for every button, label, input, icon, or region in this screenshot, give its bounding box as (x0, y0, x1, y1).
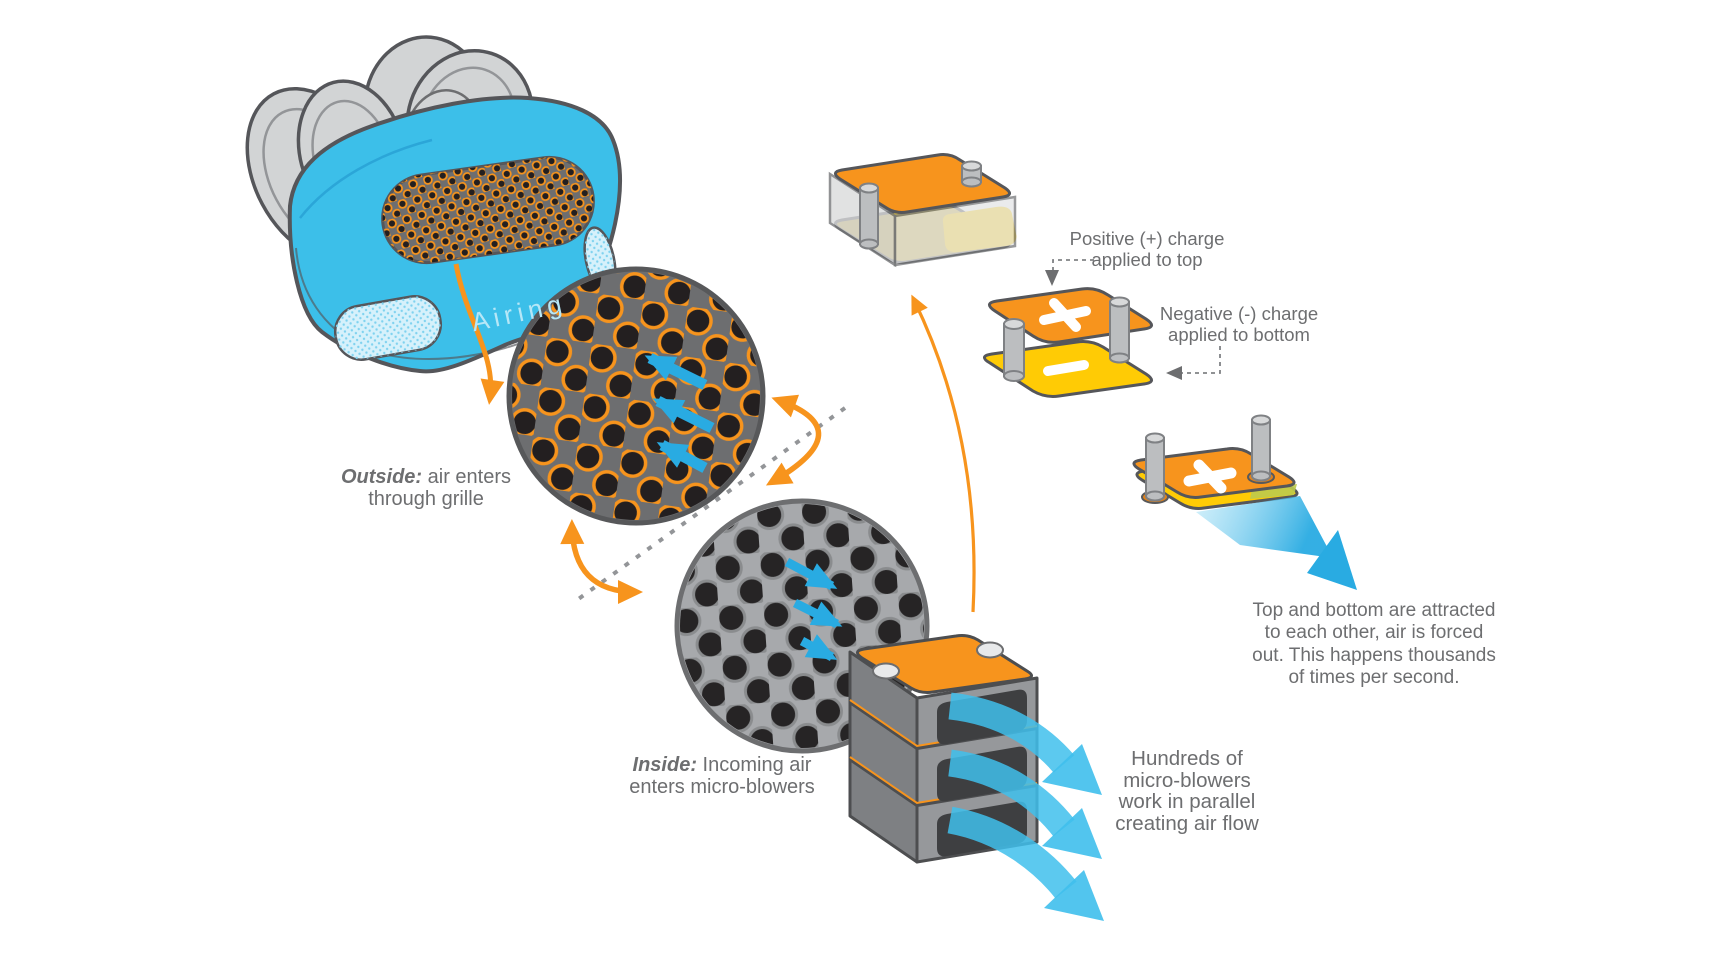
positive-charge-line2: applied to top (1091, 248, 1203, 270)
plus-icon (1039, 298, 1091, 332)
inside-note-line2: enters micro-blowers (629, 776, 815, 798)
parallel-note: Hundreds of micro-blowers work in parall… (1115, 748, 1259, 834)
stack-nub (872, 662, 900, 680)
outside-note-rest: air enters (422, 466, 512, 488)
outside-note: Outside: air enters through grille (341, 466, 511, 510)
air-intake-arrows (784, 558, 843, 661)
negative-charge-line1: Negative (-) charge (1159, 303, 1319, 324)
flip-arrow-upper (765, 394, 822, 486)
stack-to-blower-arrow (911, 294, 976, 613)
attraction-line4: of times per second. (1288, 667, 1460, 689)
negative-pointer (1166, 346, 1221, 380)
device-grille (381, 155, 595, 265)
blower-exploded (983, 287, 1153, 398)
negative-charge-line2: applied to bottom (1168, 323, 1310, 345)
stack-nub (976, 641, 1004, 659)
exploded-posts (1003, 296, 1130, 382)
inside-note-line1: Inside: Incoming air (629, 754, 815, 776)
positive-charge-note: Positive (+) charge applied to top (1069, 228, 1225, 270)
attraction-line1: Top and bottom are attracted (1252, 600, 1496, 621)
parallel-line2: micro-blowers (1123, 768, 1251, 792)
device-top-crease (299, 138, 433, 219)
grille-zoom-arrow (453, 263, 505, 405)
attraction-note: Top and bottom are attracted to each oth… (1252, 600, 1496, 690)
stack-air-streams (947, 692, 1104, 921)
blower-assembled (828, 153, 1017, 268)
positive-pointer (1045, 259, 1094, 286)
blower-compressed (1132, 414, 1357, 590)
compressed-posts (1145, 414, 1271, 502)
outside-note-line1: Outside: air enters (341, 466, 511, 488)
plus-icon (1183, 459, 1237, 494)
assembled-posts (859, 160, 982, 250)
inside-note: Inside: Incoming air enters micro-blower… (629, 754, 815, 798)
assembled-right-wall (893, 195, 1017, 267)
outside-note-line2: through grille (368, 488, 484, 510)
device-left-patch (333, 295, 443, 361)
attraction-line3: out. This happens thousands (1252, 644, 1496, 666)
outside-note-lead: Outside: (340, 466, 423, 488)
airing-device (245, 35, 622, 374)
parallel-line3: work in parallel (1118, 790, 1256, 814)
flip-arrow-lower (560, 519, 643, 604)
minus-icon (1043, 360, 1089, 376)
air-in-arrows (644, 353, 715, 473)
grille-zoom-circle (506, 266, 766, 526)
attraction-line2: to each other, air is forced (1264, 622, 1484, 644)
inside-note-rest: Incoming air (696, 754, 812, 776)
compressed-gap-sliver (1250, 484, 1297, 499)
parallel-line4: creating air flow (1115, 811, 1259, 835)
parallel-line1: Hundreds of (1131, 747, 1243, 770)
compressed-air-stream (1196, 496, 1357, 590)
positive-charge-line1: Positive (+) charge (1069, 228, 1225, 249)
negative-charge-note: Negative (-) charge applied to bottom (1159, 303, 1319, 345)
inside-note-lead: Inside: (632, 754, 697, 776)
